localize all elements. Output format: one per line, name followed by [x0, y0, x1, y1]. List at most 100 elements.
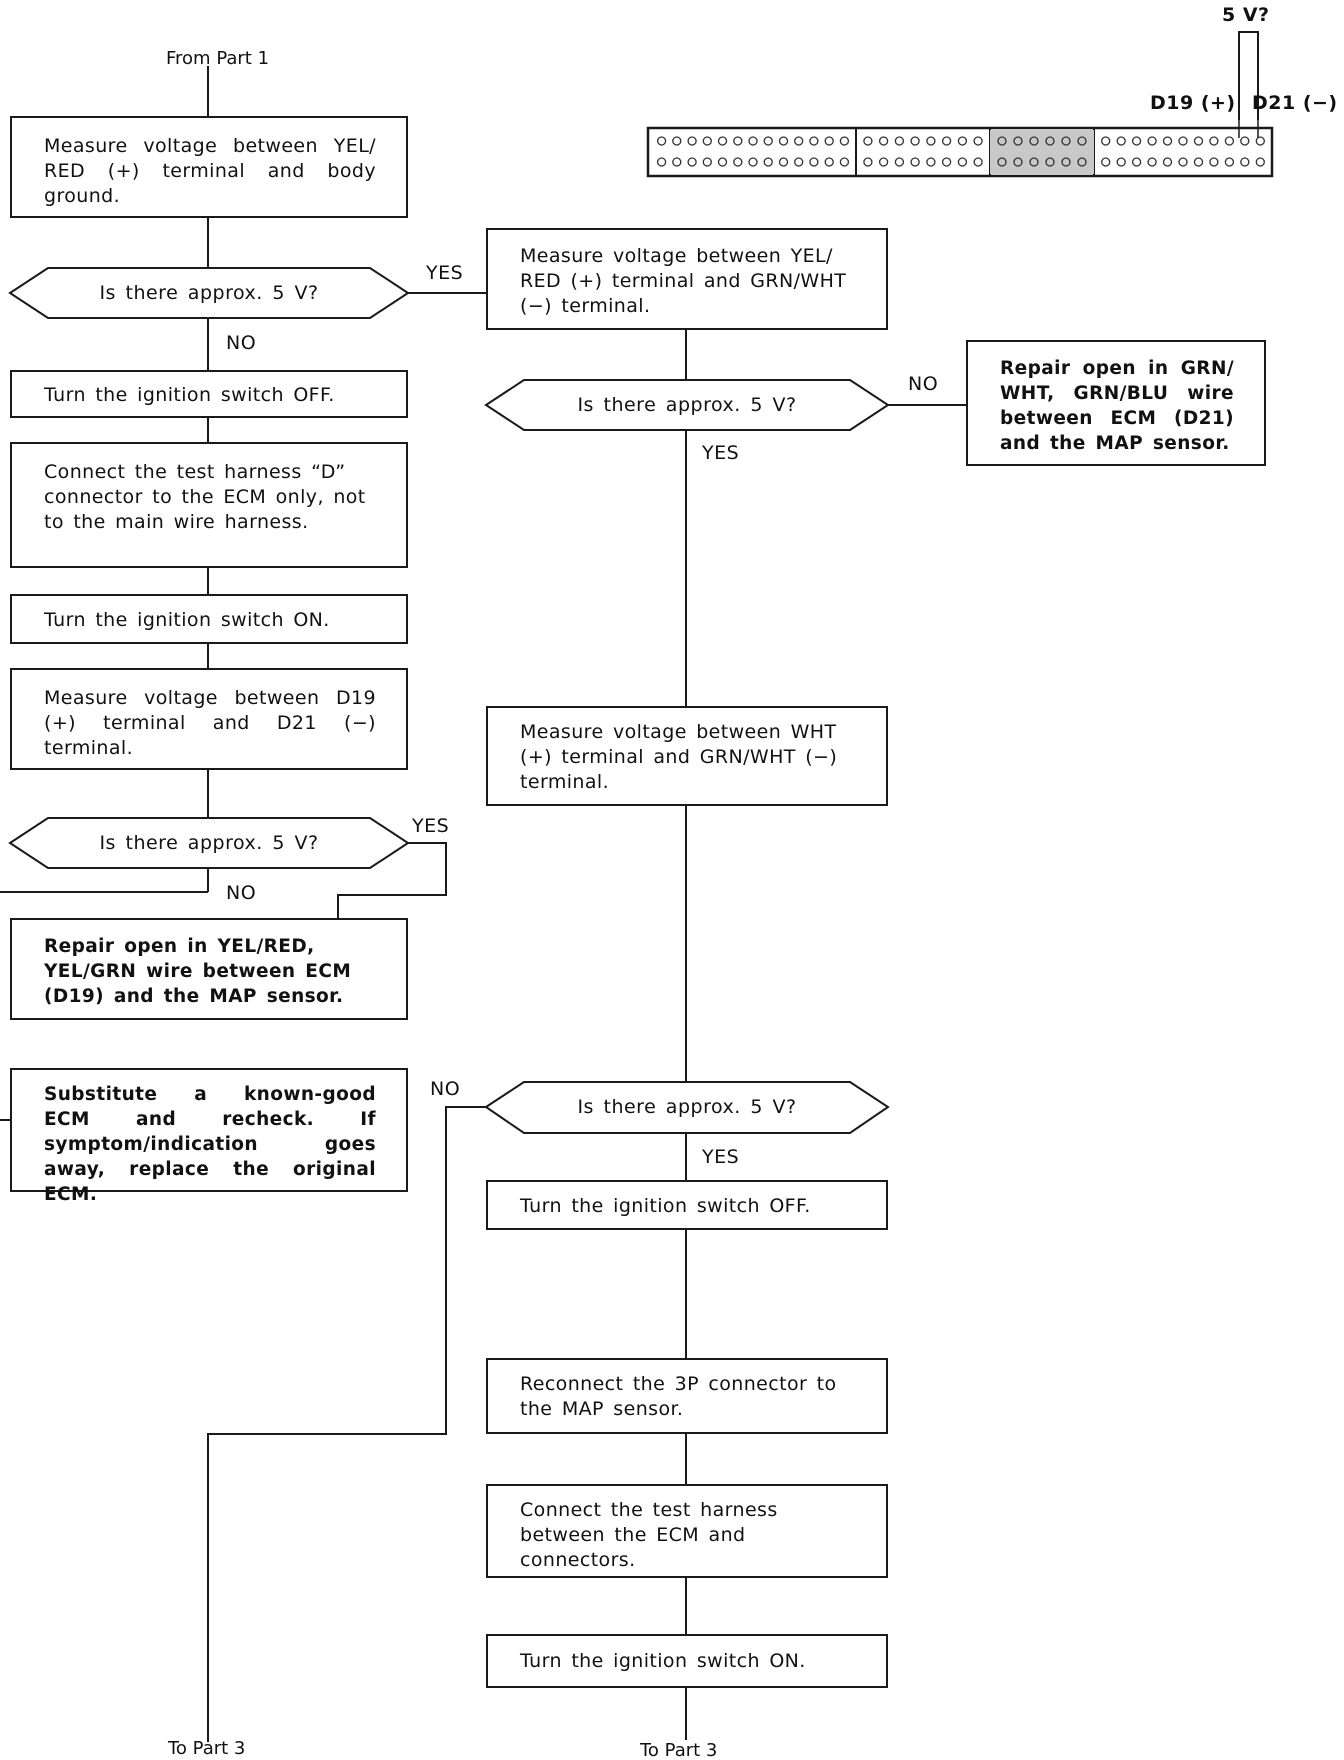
- connector-pin: [1061, 157, 1071, 167]
- decision-shape: [484, 1081, 890, 1134]
- step-measure-d19-d21: Measure voltage between D19 (+) terminal…: [10, 668, 408, 770]
- pin-d19-label: D19 (+): [1150, 92, 1236, 114]
- connector-pin: [1101, 157, 1111, 167]
- voltage-check-label: 5 V?: [1222, 4, 1270, 26]
- step-reconnect-3p-connector: Reconnect the 3P connector to the MAP se…: [486, 1358, 888, 1434]
- connector-pin: [1013, 157, 1023, 167]
- connector-pin: [1147, 136, 1157, 146]
- connector-pin: [878, 136, 889, 146]
- connector-pin: [1209, 136, 1219, 146]
- to-part-3-right: To Part 3: [640, 1740, 718, 1760]
- connector-pin: [748, 157, 758, 167]
- connector-pin: [1162, 136, 1173, 146]
- connector-pin: [733, 157, 743, 167]
- decision-text-4: Is there approx. 5 V?: [577, 1096, 797, 1118]
- connector-pin: [1255, 136, 1265, 146]
- connector-pin: [1240, 136, 1250, 146]
- connector-pin: [878, 157, 889, 167]
- decision-text-3: Is there approx. 5 V?: [577, 394, 797, 416]
- connector-pin: [1077, 157, 1087, 167]
- yes-label-1: YES: [426, 262, 464, 284]
- step-measure-body-ground: Measure voltage between YEL/ RED (+) ter…: [10, 116, 408, 218]
- step-connect-harness-d: Connect the test harness “D” connector t…: [10, 442, 408, 568]
- connector-pin: [702, 157, 712, 167]
- connector-line: [337, 842, 447, 918]
- decision-text-1: Is there approx. 5 V?: [99, 282, 319, 304]
- connector-pin: [973, 136, 983, 146]
- connector-pin: [1224, 136, 1235, 146]
- connector-pin: [809, 136, 819, 146]
- connector-pin: [824, 157, 834, 167]
- yes-label-2: YES: [412, 815, 450, 837]
- connector-pin: [1131, 157, 1142, 167]
- no-label-1: NO: [226, 332, 257, 354]
- connector-pin: [672, 157, 682, 167]
- connector-pin: [957, 157, 968, 167]
- connector-pin: [910, 136, 920, 146]
- connector-pin: [863, 136, 873, 146]
- ecm-connector-diagram: [646, 31, 1274, 178]
- connector-pin: [794, 157, 804, 167]
- connector-pin: [910, 157, 920, 167]
- decision-shape: [8, 267, 410, 319]
- connector-pin: [687, 157, 697, 167]
- connector-pin: [778, 157, 789, 167]
- connector-pin: [1178, 157, 1188, 167]
- connector-pin: [672, 136, 682, 146]
- step-ignition-on-right: Turn the ignition switch ON.: [486, 1634, 888, 1688]
- connector-pin: [1077, 136, 1087, 146]
- decision-shape: [8, 817, 410, 869]
- connector-pin: [926, 157, 936, 167]
- connector-pin: [1101, 136, 1111, 146]
- connector-pin: [863, 157, 873, 167]
- substitute-known-good-ecm: Substitute a known-good ECM and recheck.…: [10, 1068, 408, 1205]
- connector-pin: [656, 157, 667, 167]
- step-measure-wht: Measure voltage between WHT (+) terminal…: [486, 706, 888, 806]
- connector-line: [207, 1106, 486, 1742]
- connector-pin: [794, 136, 804, 146]
- no-label-2: NO: [226, 882, 257, 904]
- connector-pin: [1209, 157, 1219, 167]
- connector-pin: [1240, 157, 1250, 167]
- no-label-3: NO: [908, 373, 939, 395]
- connector-pin: [702, 136, 712, 146]
- decision-shape: [484, 379, 890, 431]
- connector-pin: [824, 136, 834, 146]
- step-connect-test-harness: Connect the test harness between the ECM…: [486, 1484, 888, 1578]
- connector-pin: [1178, 136, 1188, 146]
- connector-pin: [1013, 136, 1023, 146]
- connector-pin: [926, 136, 936, 146]
- connector-pin: [957, 136, 968, 146]
- connector-pin: [1162, 157, 1173, 167]
- step-ignition-off-right: Turn the ignition switch OFF.: [486, 1180, 888, 1230]
- decision-text-2: Is there approx. 5 V?: [99, 832, 319, 854]
- from-part-label: From Part 1: [166, 48, 270, 69]
- connector-pin: [997, 157, 1007, 167]
- connector-pin: [1147, 157, 1157, 167]
- connector-pin: [1224, 157, 1235, 167]
- connector-pin: [894, 136, 905, 146]
- connector-pin: [1045, 136, 1055, 146]
- connector-pin: [733, 136, 743, 146]
- connector-pin: [656, 136, 667, 146]
- repair-yel-red-wire: Repair open in YEL/RED, YEL/GRN wire bet…: [10, 918, 408, 1020]
- connector-pin: [1193, 157, 1204, 167]
- connector-pin: [809, 157, 819, 167]
- connector-pin: [894, 157, 905, 167]
- connector-pin: [997, 136, 1007, 146]
- connector-pin: [717, 136, 728, 146]
- connector-pin: [941, 157, 952, 167]
- step-ignition-on-left: Turn the ignition switch ON.: [10, 594, 408, 644]
- connector-pin: [1131, 136, 1142, 146]
- pin-d21-label: D21 (−): [1252, 92, 1338, 114]
- connector-pin: [1029, 136, 1039, 146]
- connector-pin: [941, 136, 952, 146]
- yes-label-4: YES: [702, 1146, 740, 1168]
- connector-pin: [973, 157, 983, 167]
- connector-pin: [1045, 157, 1055, 167]
- connector-pin: [839, 157, 850, 167]
- connector-pin: [1193, 136, 1204, 146]
- to-part-3-left: To Part 3: [168, 1738, 246, 1759]
- connector-pin: [763, 136, 773, 146]
